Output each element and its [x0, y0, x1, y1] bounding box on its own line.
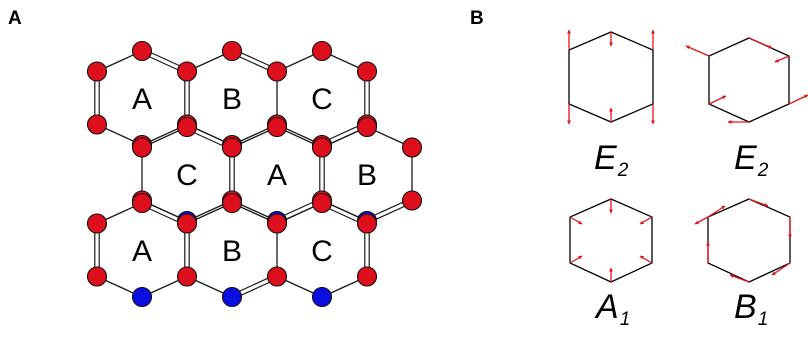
atom [221, 286, 243, 308]
hexagon-label: B [222, 83, 242, 116]
hexagon-labels: A B C C A B A B C [132, 83, 377, 268]
arrow [707, 205, 726, 218]
arrow [685, 45, 710, 57]
mode-symbol: B1 [734, 288, 768, 330]
arrow [748, 198, 769, 207]
arrow [569, 255, 583, 264]
atom [221, 40, 243, 62]
atom [401, 137, 423, 158]
hexagon-label: A [132, 235, 152, 268]
atom [311, 137, 333, 158]
hexagon-label: C [311, 83, 333, 116]
hexagon-label: C [311, 235, 333, 268]
arrow [788, 94, 808, 105]
mode-symbol: E2 [594, 139, 629, 181]
atom [266, 213, 288, 234]
atom [356, 61, 378, 82]
hexagon-outline [708, 37, 790, 123]
atom [311, 192, 333, 214]
hexagon-label: C [176, 159, 198, 192]
atom [356, 266, 378, 287]
mode-e2-first: E2 [567, 29, 655, 181]
atom [131, 286, 153, 308]
atom [356, 116, 378, 138]
displacement-arrows [694, 198, 792, 283]
hexagon-label: B [222, 235, 242, 268]
mode-e2-second: E2 [685, 37, 808, 181]
lattice-atoms [86, 40, 423, 308]
arrow [639, 216, 653, 225]
arrow [748, 37, 773, 49]
panel-b: B E2 E2 [470, 8, 808, 330]
arrow [708, 95, 727, 105]
arrow [639, 255, 653, 264]
arrow [569, 216, 583, 225]
mode-symbol: A1 [594, 288, 630, 330]
atom [221, 192, 243, 214]
atom [221, 137, 243, 158]
atom [176, 116, 198, 138]
arrow [694, 216, 709, 225]
atom [266, 116, 288, 138]
atom [266, 266, 288, 287]
hexagon-label: B [357, 159, 377, 192]
atom [176, 213, 198, 234]
atom [311, 286, 333, 308]
hexagon-label: A [267, 159, 287, 192]
atom [86, 114, 108, 135]
hexagon-label: A [132, 83, 152, 116]
arrow [771, 262, 791, 276]
arrow [729, 274, 750, 283]
displacement-arrows [569, 199, 653, 282]
displacement-arrows [567, 29, 655, 125]
atom [401, 190, 423, 211]
atom [131, 137, 153, 158]
atom [176, 61, 198, 82]
atom [266, 61, 288, 82]
panel-a: A A B C C A B A B C [8, 8, 423, 308]
atom [86, 213, 108, 234]
atom [131, 192, 153, 214]
atom [86, 61, 108, 82]
atom [356, 213, 378, 234]
panel-a-label: A [8, 8, 22, 29]
mode-symbol: E2 [734, 139, 769, 181]
displacement-arrows [685, 37, 808, 124]
atom [311, 40, 333, 62]
atom [86, 266, 108, 287]
hexagon-outline [707, 198, 791, 283]
mode-a1: A1 [569, 198, 653, 330]
arrow [774, 55, 790, 63]
atom [131, 40, 153, 62]
panel-b-label: B [470, 8, 484, 29]
mode-b1: B1 [694, 198, 792, 330]
atom [176, 266, 198, 287]
